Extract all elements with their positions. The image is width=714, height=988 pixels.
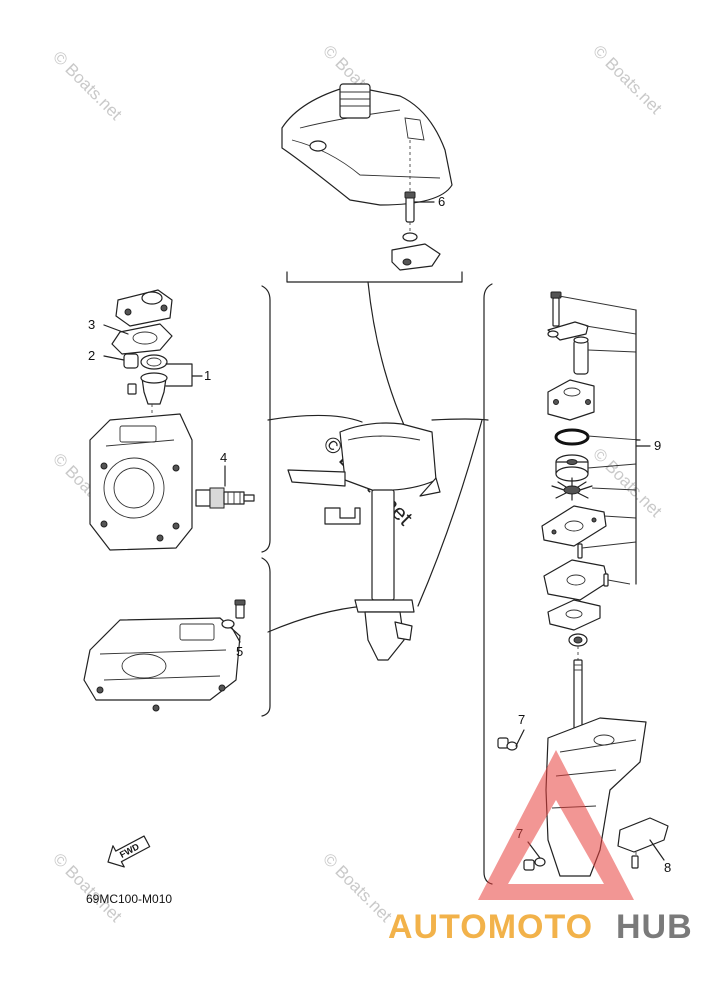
bolt-washer-5 — [221, 599, 246, 629]
watermark-text: © Boats.net — [589, 444, 666, 521]
anode-plate-8 — [617, 817, 669, 869]
automotohub-logo: AUTOMOTO HUB — [388, 750, 693, 946]
crankcase — [83, 617, 241, 712]
watermark-text: © Boats.net — [319, 849, 396, 926]
logo-text-hub: HUB — [616, 908, 693, 946]
thermostat-assembly — [111, 289, 173, 430]
outboard-overview — [267, 281, 489, 661]
cowling-assembly — [281, 83, 453, 271]
logo-triangle-icon — [478, 750, 634, 900]
drain-bolt-lower — [523, 857, 546, 871]
watermark-text: © Boats.net — [49, 47, 126, 124]
callout-4: 4 — [220, 450, 227, 465]
callout-9-leaders — [558, 295, 641, 585]
water-pump-kit — [541, 291, 609, 660]
callout-9: 9 — [654, 438, 661, 453]
callout-2: 2 — [88, 348, 95, 363]
callout-3: 3 — [88, 317, 95, 332]
callout-1: 1 — [204, 368, 211, 383]
callout-6: 6 — [438, 194, 445, 209]
logo-text-automoto: AUTOMOTO — [388, 908, 593, 946]
impeller — [551, 477, 593, 501]
right-bracket — [483, 283, 493, 885]
fwd-arrow-icon: FWD — [107, 835, 151, 868]
spark-plug — [195, 487, 255, 509]
cylinder-block — [89, 413, 193, 551]
callout-8: 8 — [664, 860, 671, 875]
diagram-code: 69MC100-M010 — [86, 892, 172, 906]
drive-shaft — [573, 659, 583, 731]
callout-7-upper: 7 — [518, 712, 525, 727]
callout-5: 5 — [236, 644, 243, 659]
top-bracket — [286, 271, 463, 283]
drain-bolt-upper — [497, 737, 518, 751]
left-bracket-lower — [261, 557, 271, 717]
left-bracket-upper — [261, 285, 271, 553]
watermark-text: © Boats.net — [589, 41, 666, 118]
